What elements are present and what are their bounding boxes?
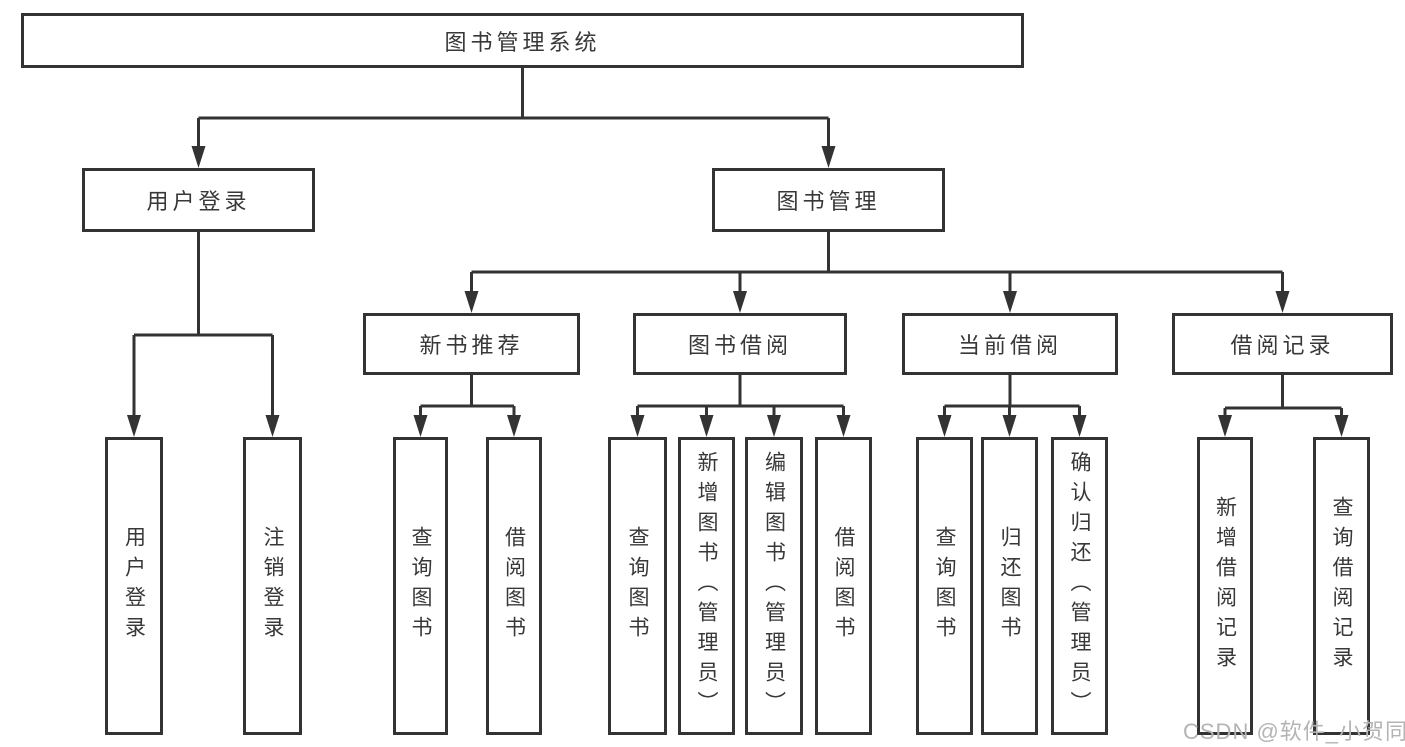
node-query-books-current-label: 查询图书 [933,526,956,646]
node-query-borrow-record: 查询借阅记录 [1313,437,1370,735]
node-add-books-admin-label: 新增图书（管理员） [695,451,718,721]
node-book-management: 图书管理 [712,168,945,232]
node-current-borrowing-label: 当前借阅 [957,333,1062,358]
node-borrow-books-recommend: 借阅图书 [486,437,542,735]
node-borrow-books-borrowing-label: 借阅图书 [832,526,855,646]
connector-strokes [132,68,1343,420]
node-new-book-recommend-label: 新书推荐 [419,333,524,358]
node-new-book-recommend: 新书推荐 [363,313,580,375]
node-current-borrowing: 当前借阅 [902,313,1118,375]
node-add-books-admin: 新增图书（管理员） [678,437,735,735]
node-edit-books-admin: 编辑图书（管理员） [745,437,803,735]
node-query-books-recommend: 查询图书 [393,437,448,735]
node-query-books-current: 查询图书 [916,437,973,735]
node-query-borrow-record-label: 查询借阅记录 [1330,496,1353,676]
node-query-books-recommend-label: 查询图书 [409,526,432,646]
node-logout-leaf-label: 注销登录 [261,526,284,646]
node-library-system: 图书管理系统 [21,13,1024,68]
node-book-borrowing: 图书借阅 [633,313,847,375]
node-user-login-leaf-label: 用户登录 [122,526,146,646]
node-query-books-borrowing-label: 查询图书 [626,526,649,646]
node-borrowing-records: 借阅记录 [1172,313,1393,375]
node-return-books-label: 归还图书 [998,526,1021,646]
node-borrow-books-recommend-label: 借阅图书 [502,526,526,646]
node-user-login-leaf: 用户登录 [105,437,163,735]
node-user-login: 用户登录 [82,168,315,232]
node-logout-leaf: 注销登录 [243,437,302,735]
node-return-books: 归还图书 [981,437,1038,735]
node-add-borrow-record: 新增借阅记录 [1197,437,1253,735]
node-confirm-return-admin-label: 确认归还（管理员） [1068,451,1091,721]
node-borrow-books-borrowing: 借阅图书 [815,437,872,735]
node-query-books-borrowing: 查询图书 [608,437,667,735]
node-confirm-return-admin: 确认归还（管理员） [1051,437,1108,735]
node-library-system-label: 图书管理系统 [444,29,601,55]
arrowheads [127,146,1349,437]
watermark: CSDN @软件_小贺同学 [1183,719,1405,744]
node-add-borrow-record-label: 新增借阅记录 [1213,496,1237,676]
node-book-management-label: 图书管理 [776,189,881,214]
node-user-login-label: 用户登录 [146,189,251,214]
node-edit-books-admin-label: 编辑图书（管理员） [762,451,786,721]
node-borrowing-records-label: 借阅记录 [1230,333,1335,358]
node-book-borrowing-label: 图书借阅 [687,333,792,358]
